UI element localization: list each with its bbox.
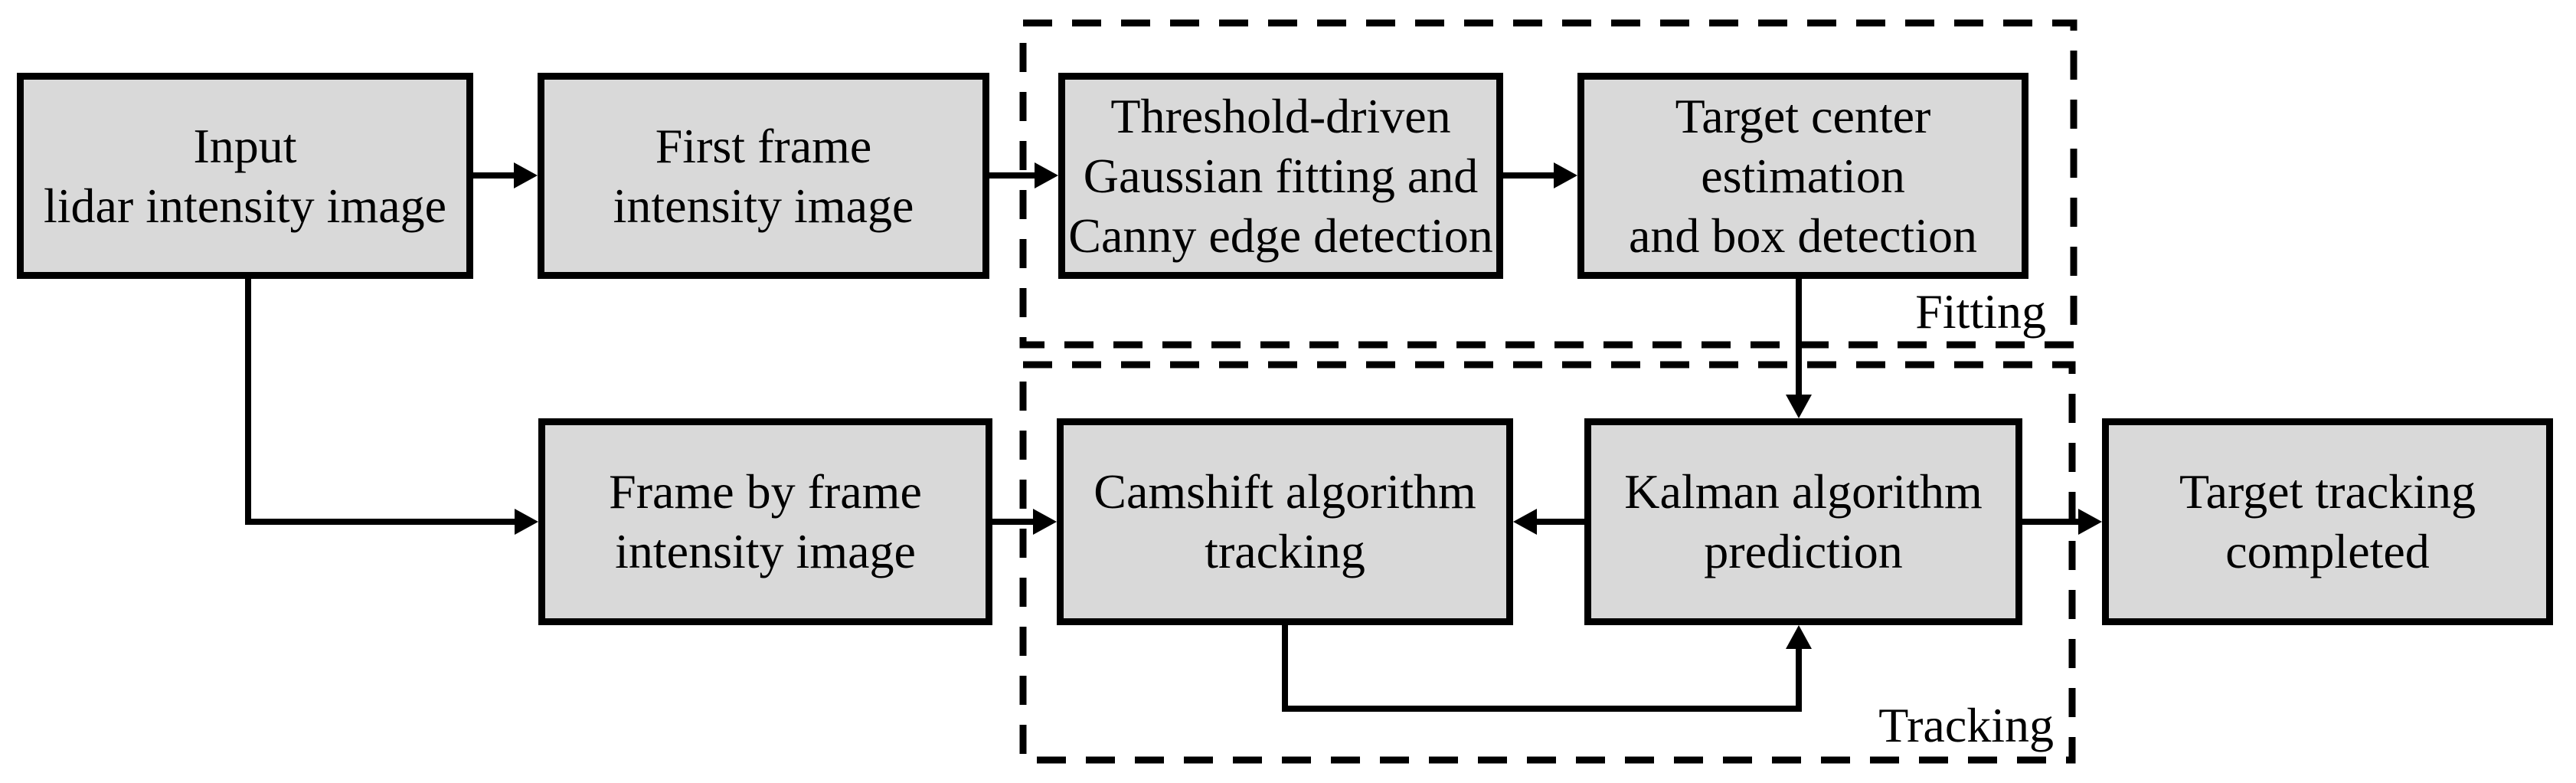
input-lidar-box-label: Input lidar intensity image <box>43 118 447 233</box>
arrowhead-frame-by-frame-to-camshift <box>1033 509 1057 535</box>
target-tracking-completed-box: Target tracking completed <box>2102 418 2553 625</box>
arrowhead-first-frame-to-threshold <box>1035 162 1058 188</box>
arrow-camshift-to-kalman-feedback <box>1282 622 1802 712</box>
kalman-prediction-box: Kalman algorithm prediction <box>1584 418 2022 625</box>
frame-by-frame-box-label: Frame by frame intensity image <box>609 464 922 578</box>
arrowhead-kalman-to-completed <box>2078 509 2102 535</box>
arrowhead-target-center-to-kalman <box>1786 395 1812 418</box>
arrowhead-camshift-to-kalman-feedback <box>1786 625 1812 649</box>
arrow-input-to-frame-by-frame <box>245 276 517 525</box>
target-center-estimation-box: Target center estimation and box detecti… <box>1577 73 2028 279</box>
camshift-tracking-box-label: Camshift algorithm tracking <box>1093 464 1476 578</box>
frame-by-frame-box: Frame by frame intensity image <box>538 418 992 625</box>
arrowhead-input-to-first-frame <box>514 162 538 188</box>
first-frame-box-label: First frame intensity image <box>613 118 914 233</box>
first-frame-box: First frame intensity image <box>538 73 989 279</box>
camshift-tracking-box: Camshift algorithm tracking <box>1057 418 1513 625</box>
tracking-group-outline <box>1019 361 2076 764</box>
arrowhead-input-to-frame-by-frame <box>515 509 538 535</box>
tracking-group-label: Tracking <box>1878 698 2054 752</box>
kalman-prediction-box-label: Kalman algorithm prediction <box>1624 464 1983 578</box>
input-lidar-box: Input lidar intensity image <box>17 73 473 279</box>
arrowhead-kalman-to-camshift <box>1513 509 1537 535</box>
target-center-estimation-box-label: Target center estimation and box detecti… <box>1629 88 1977 263</box>
threshold-gaussian-canny-box: Threshold-driven Gaussian fitting and Ca… <box>1058 73 1503 279</box>
arrowhead-threshold-to-target-center <box>1554 162 1577 188</box>
threshold-gaussian-canny-box-label: Threshold-driven Gaussian fitting and Ca… <box>1068 88 1493 263</box>
fitting-group-label: Fitting <box>1915 284 2046 339</box>
target-tracking-completed-box-label: Target tracking completed <box>2179 464 2476 578</box>
